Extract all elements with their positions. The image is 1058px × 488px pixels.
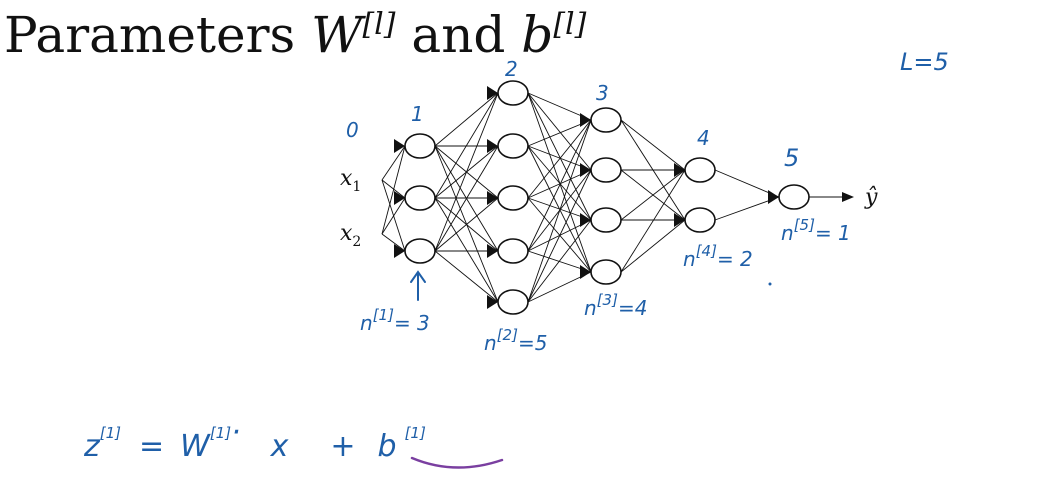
neuron-layer-3-unit-3 bbox=[590, 207, 622, 233]
layer-index-2: 2 bbox=[505, 57, 518, 81]
size-note-layer-3: n[3]=4 bbox=[584, 291, 647, 320]
neuron-layer-2-unit-3 bbox=[497, 185, 529, 211]
arrowhead-layer-3-unit-4 bbox=[580, 265, 591, 279]
size-note-layer-2: n[2]=5 bbox=[484, 326, 547, 355]
eq-w-sup: [1] bbox=[210, 424, 231, 442]
neuron-layer-2-unit-1 bbox=[497, 80, 529, 106]
input-x2: x2 bbox=[340, 221, 361, 250]
arrowhead-layer-2-unit-5 bbox=[487, 295, 498, 309]
layer-index-1: 1 bbox=[411, 102, 424, 126]
neuron-layer-2-unit-2 bbox=[497, 133, 529, 159]
title-weight-superscript: [l] bbox=[362, 7, 395, 42]
equation: z[1]=W[1]·x+b[1] bbox=[83, 415, 426, 464]
edge-l2-0-to-l3-1 bbox=[527, 92, 592, 171]
edge-l1-1-to-l2-0 bbox=[434, 92, 499, 199]
neuron-layer-1-unit-2 bbox=[404, 185, 436, 211]
size-note-layer-5: n[5]= 1 bbox=[781, 216, 851, 245]
neuron-layer-3-unit-1 bbox=[590, 107, 622, 133]
eq-w: W bbox=[180, 429, 211, 464]
layer-index-4: 4 bbox=[697, 126, 710, 150]
arrowhead-layer-4-unit-1 bbox=[674, 163, 685, 177]
title-bias-superscript: [l] bbox=[553, 7, 586, 42]
arrowhead-layer-5-unit-1 bbox=[768, 190, 779, 204]
edge-l0-1-to-l1-2 bbox=[381, 233, 406, 252]
arrowhead-layer-3-unit-3 bbox=[580, 213, 591, 227]
eq-plus: + bbox=[330, 429, 355, 464]
neuron-layer-1-unit-1 bbox=[404, 133, 436, 159]
edge-l3-3-to-l4-0 bbox=[620, 169, 686, 273]
edge-l1-2-to-l2-1 bbox=[434, 145, 499, 252]
size-note-layer-4: n[4]= 2 bbox=[683, 242, 753, 271]
eq-b: b bbox=[378, 429, 397, 464]
ink-dot bbox=[768, 282, 772, 286]
eq-equals: = bbox=[139, 429, 164, 464]
arrowhead-layer-1-unit-1 bbox=[394, 139, 405, 153]
edge-l2-0-to-l3-2 bbox=[527, 92, 592, 221]
slide-title: Parameters W[l] and b[l] bbox=[4, 6, 587, 64]
neuron-layer-4-unit-2 bbox=[684, 207, 716, 233]
edge-l3-3-to-l4-1 bbox=[620, 219, 686, 273]
output-arrowhead bbox=[842, 192, 854, 202]
eq-z: z bbox=[83, 429, 101, 464]
eq-b-sup: [1] bbox=[405, 424, 426, 442]
neuron-layer-2-unit-4 bbox=[497, 238, 529, 264]
edge-l1-1-to-l2-4 bbox=[434, 197, 499, 303]
edge-l2-4-to-l3-1 bbox=[527, 169, 592, 303]
arrowhead-layer-2-unit-2 bbox=[487, 139, 498, 153]
neuron-layer-1-unit-3 bbox=[404, 238, 436, 264]
arrowhead-layer-2-unit-4 bbox=[487, 244, 498, 258]
edge-l2-1-to-l3-2 bbox=[527, 145, 592, 221]
bias-underline bbox=[410, 456, 504, 469]
title-and: and bbox=[395, 6, 521, 64]
edge-l3-0-to-l4-0 bbox=[620, 119, 686, 171]
neuron-layer-3-unit-4 bbox=[590, 259, 622, 285]
arrowhead-layer-1-unit-2 bbox=[394, 191, 405, 205]
edge-l1-2-to-l2-2 bbox=[434, 197, 499, 252]
edge-l1-2-to-l2-0 bbox=[434, 92, 499, 252]
edge-l1-0-to-l2-0 bbox=[434, 92, 499, 147]
layer-index-0: 0 bbox=[346, 118, 359, 142]
neuron-layer-4-unit-1 bbox=[684, 157, 716, 183]
neuron-layer-3-unit-2 bbox=[590, 157, 622, 183]
neuron-layer-5-unit-1 bbox=[778, 184, 810, 210]
title-bias-symbol: b bbox=[521, 6, 553, 64]
arrowhead-layer-2-unit-1 bbox=[487, 86, 498, 100]
edge-l2-4-to-l3-2 bbox=[527, 219, 592, 303]
pointer-arrow bbox=[410, 270, 426, 301]
title-prefix: Parameters bbox=[4, 6, 311, 64]
network-edges bbox=[381, 92, 842, 303]
edge-l2-3-to-l3-0 bbox=[527, 119, 592, 252]
arrowhead-layer-3-unit-1 bbox=[580, 113, 591, 127]
size-note-layer-1: n[1]= 3 bbox=[360, 306, 430, 335]
eq-z-sup: [1] bbox=[100, 424, 121, 442]
edge-l3-2-to-l4-0 bbox=[620, 169, 686, 221]
arrowhead-layer-1-unit-3 bbox=[394, 244, 405, 258]
arrowhead-layer-2-unit-3 bbox=[487, 191, 498, 205]
edge-l2-4-to-l3-0 bbox=[527, 119, 592, 303]
layer-index-3: 3 bbox=[596, 81, 609, 105]
edge-l0-1-to-l1-1 bbox=[381, 197, 406, 235]
arrowhead-layer-3-unit-2 bbox=[580, 163, 591, 177]
edge-l0-1-to-l1-0 bbox=[381, 145, 406, 235]
network-arrowheads bbox=[394, 86, 854, 309]
edge-l2-2-to-l3-0 bbox=[527, 119, 592, 199]
eq-dot: · bbox=[231, 415, 241, 450]
depth-note: L=5 bbox=[900, 48, 949, 76]
network-nodes bbox=[404, 80, 810, 315]
edge-l0-0-to-l1-0 bbox=[381, 145, 406, 181]
eq-x: x bbox=[270, 429, 289, 464]
arrowhead-layer-4-unit-2 bbox=[674, 213, 685, 227]
title-weight-symbol: W bbox=[311, 6, 366, 64]
neuron-layer-2-unit-5 bbox=[497, 289, 529, 315]
edge-l1-2-to-l2-4 bbox=[434, 250, 499, 303]
layer-index-5: 5 bbox=[784, 144, 799, 172]
output-y-hat: ŷ bbox=[864, 185, 878, 210]
input-x1: x1 bbox=[340, 166, 361, 195]
